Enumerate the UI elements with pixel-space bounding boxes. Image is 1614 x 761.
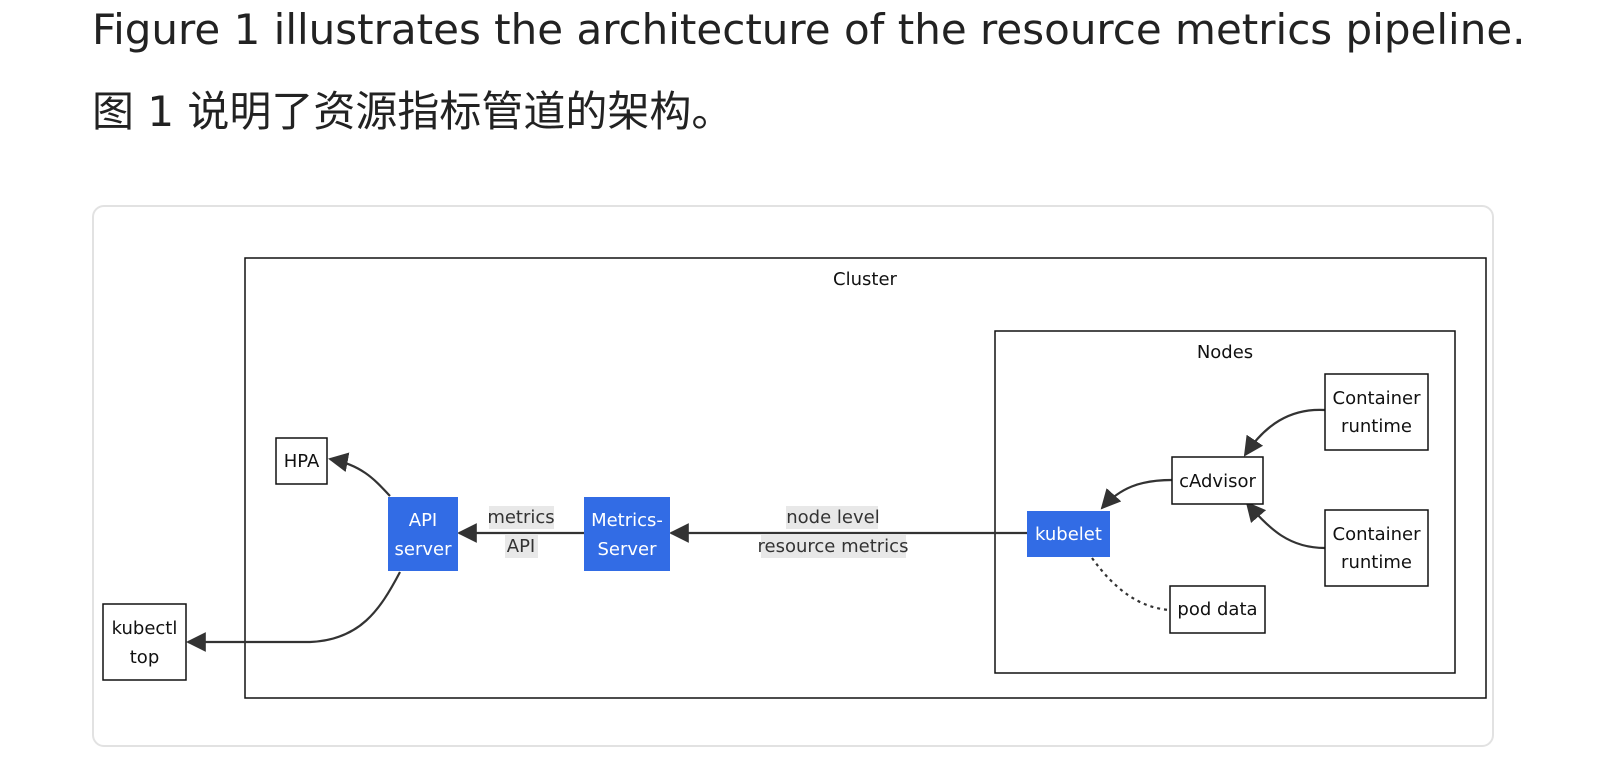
edge-label-node-level-2: resource metrics <box>758 536 909 557</box>
svg-text:kubectl: kubectl <box>112 618 178 639</box>
edge-label-bg-metrics-api-1 <box>489 506 554 529</box>
intro-english: Figure 1 illustrates the architecture of… <box>92 5 1526 54</box>
svg-text:top: top <box>130 647 160 668</box>
node-cadvisor: cAdvisor <box>1171 456 1264 505</box>
figure-card <box>92 205 1494 747</box>
node-container-runtime-a: Container runtime <box>1324 373 1429 451</box>
svg-text:Server: Server <box>597 539 657 560</box>
node-kubectl-top: kubectl top <box>102 603 187 681</box>
node-api-server: API server <box>388 497 458 571</box>
nodes-label: Nodes <box>1197 342 1253 363</box>
edge-label-metrics-api-1: metrics <box>487 507 554 528</box>
svg-text:cAdvisor: cAdvisor <box>1179 471 1256 492</box>
node-container-runtime-b: Container runtime <box>1324 509 1429 587</box>
svg-text:runtime: runtime <box>1341 416 1412 437</box>
edge-label-metrics-api-2: API <box>507 536 535 557</box>
node-hpa: HPA <box>275 437 328 485</box>
edge-container-runtime-b-to-cadvisor <box>1245 501 1326 550</box>
svg-text:Metrics-: Metrics- <box>591 510 663 531</box>
svg-text:pod data: pod data <box>1177 599 1257 620</box>
edge-container-runtime-a-to-cadvisor <box>1243 408 1326 457</box>
svg-text:Container: Container <box>1333 388 1422 409</box>
svg-text:Container: Container <box>1333 524 1422 545</box>
edge-label-bg-node-level-2 <box>761 535 906 558</box>
edge-cadvisor-to-kubelet <box>1100 478 1173 510</box>
edge-label-bg-node-level-1 <box>786 506 878 529</box>
edge-api-server-to-kubectl-top <box>186 571 401 652</box>
node-pod-data: pod data <box>1169 585 1266 634</box>
svg-text:server: server <box>395 539 453 560</box>
cluster-label: Cluster <box>833 269 897 290</box>
edge-label-bg-metrics-api-2 <box>505 535 538 558</box>
node-metrics-server: Metrics- Server <box>584 497 670 571</box>
svg-text:runtime: runtime <box>1341 552 1412 573</box>
node-kubelet: kubelet <box>1027 511 1110 557</box>
svg-text:HPA: HPA <box>284 451 320 472</box>
intro-chinese: 图 1 说明了资源指标管道的架构。 <box>92 87 734 136</box>
svg-text:kubelet: kubelet <box>1035 524 1102 545</box>
svg-text:API: API <box>409 510 437 531</box>
edge-label-node-level-1: node level <box>786 507 879 528</box>
edge-api-server-to-hpa <box>328 452 391 497</box>
